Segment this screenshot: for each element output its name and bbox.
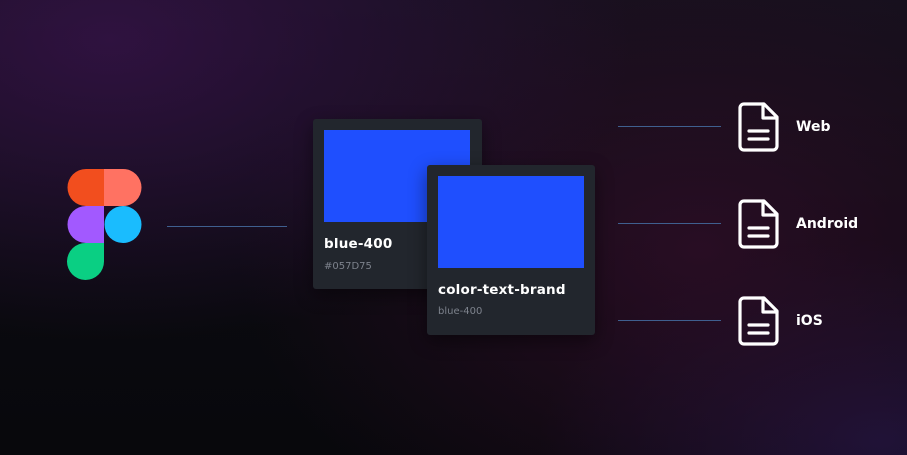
figma-logo-icon — [67, 169, 142, 280]
semantic-token-value: blue-400 — [438, 306, 483, 317]
target-label: iOS — [796, 313, 823, 329]
semantic-token-name: color-text-brand — [438, 282, 566, 298]
semantic-token-card: color-text-brand blue-400 — [427, 165, 595, 335]
target-label: Android — [796, 216, 859, 232]
target-web: Web — [738, 101, 830, 153]
ios-connector-line — [618, 320, 721, 321]
document-icon — [738, 198, 780, 250]
primitive-token-name: blue-400 — [324, 236, 393, 252]
document-icon — [738, 101, 780, 153]
android-connector-line — [618, 223, 721, 224]
document-icon — [738, 295, 780, 347]
logo-connector-line — [167, 226, 287, 227]
target-android: Android — [738, 198, 858, 250]
target-label: Web — [796, 119, 831, 135]
semantic-token-swatch — [438, 176, 584, 268]
web-connector-line — [618, 126, 721, 127]
primitive-token-value: #057D75 — [324, 261, 372, 272]
target-ios: iOS — [738, 295, 823, 347]
